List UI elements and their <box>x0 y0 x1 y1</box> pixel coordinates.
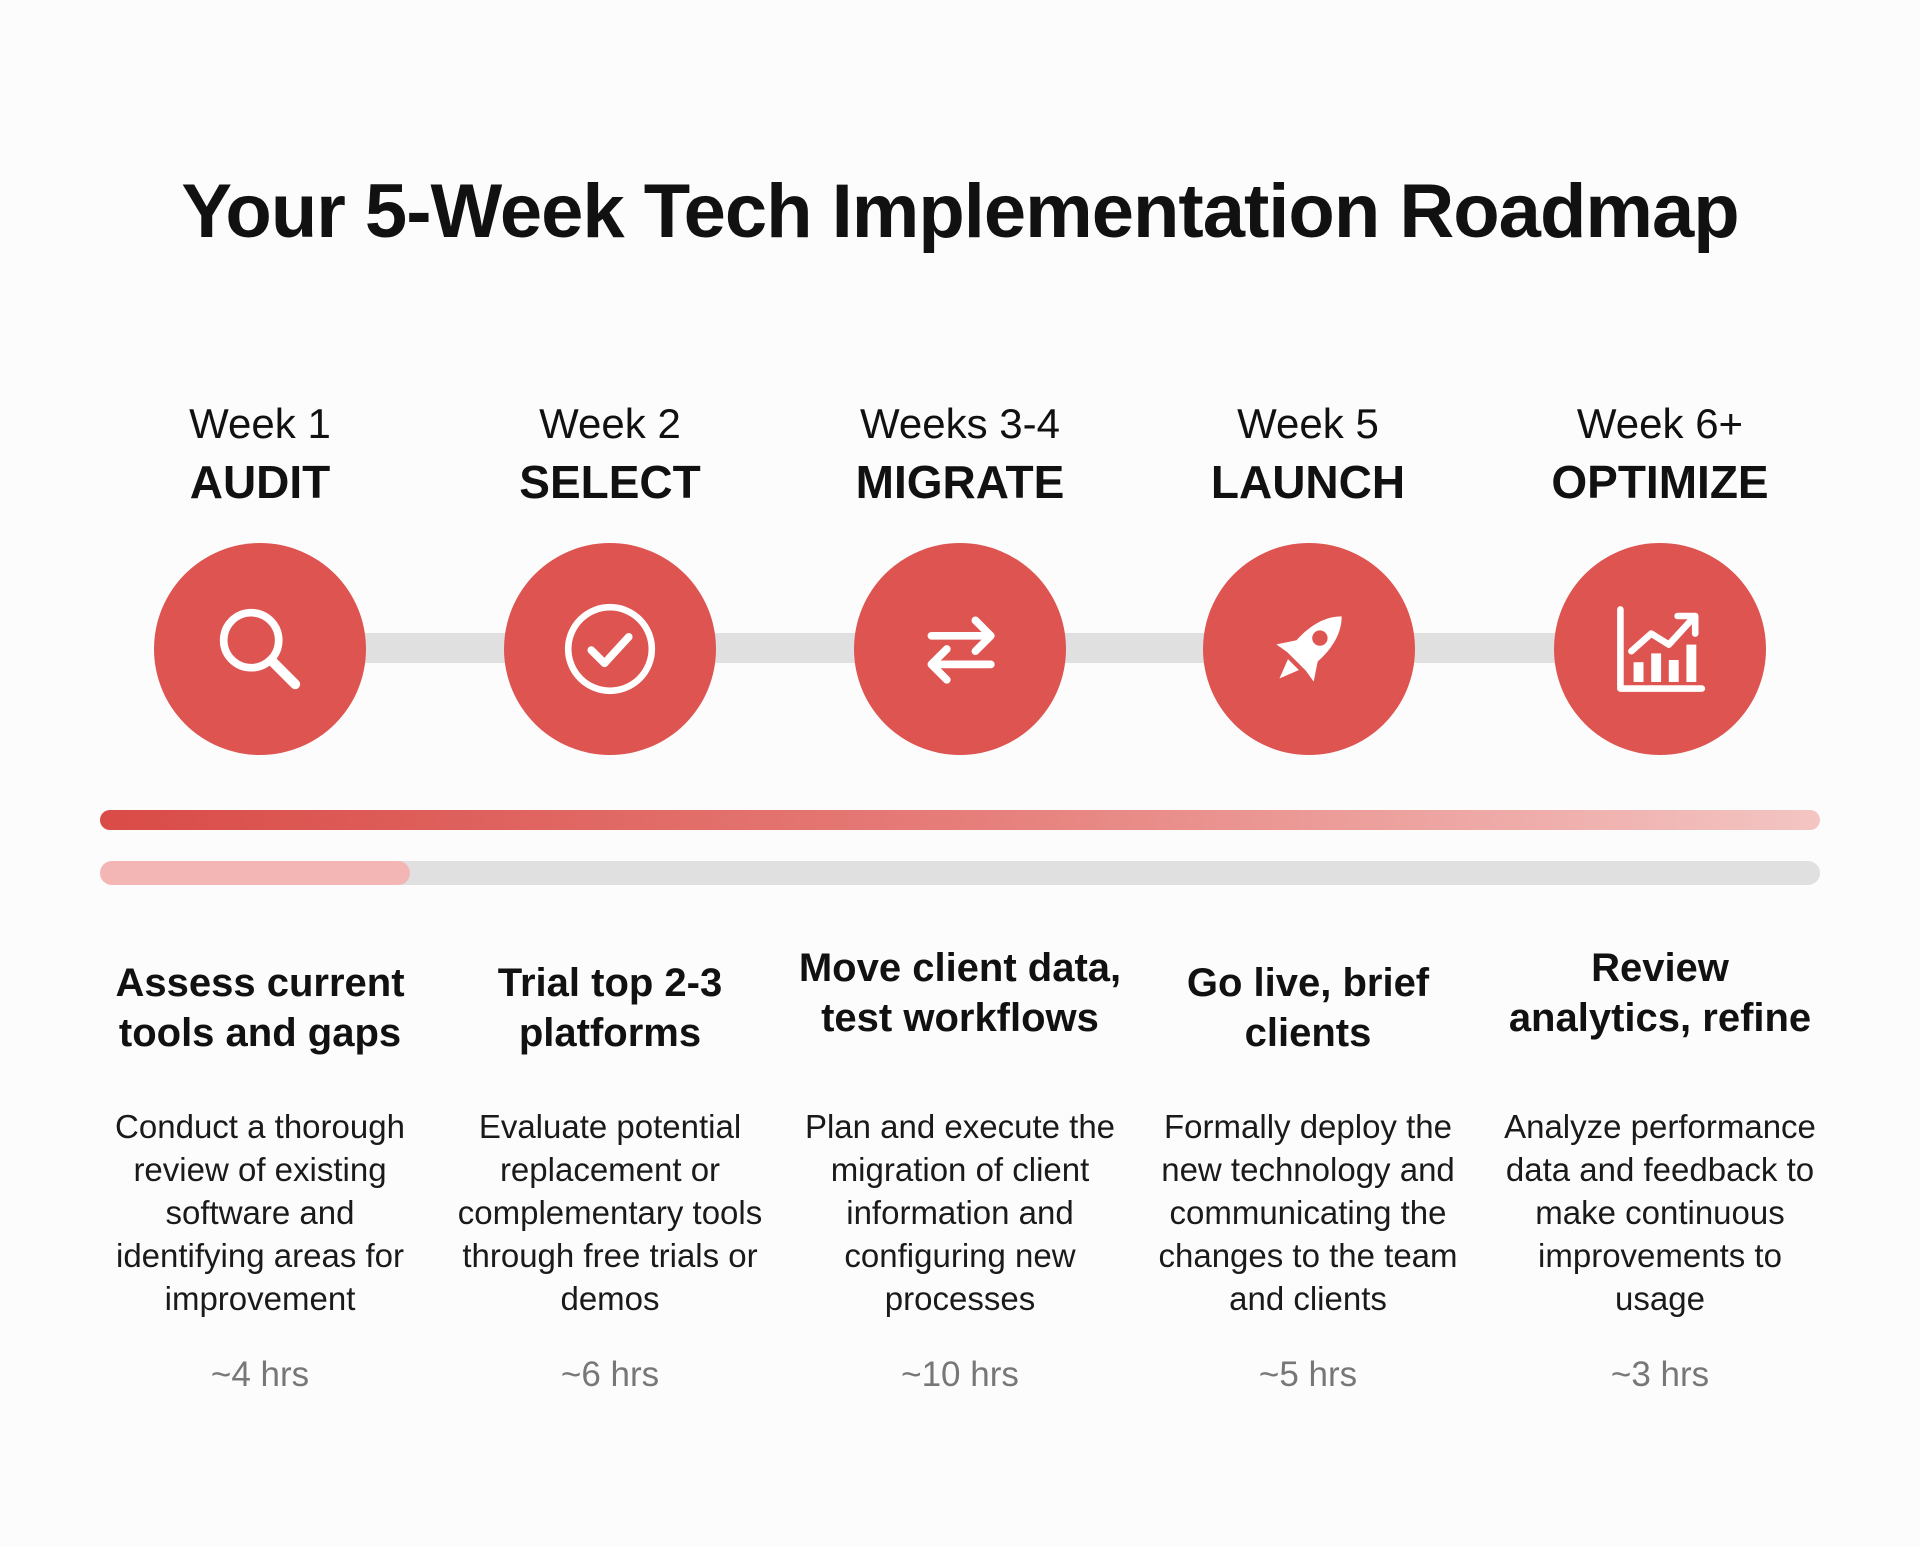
phase-5-circle <box>1554 543 1766 755</box>
search-icon <box>219 608 301 690</box>
phase-2-hours: ~6 hrs <box>560 1355 660 1394</box>
phase-2-heading: Trial top 2-3 platforms <box>497 961 723 1055</box>
phase-4-circle <box>1203 543 1415 755</box>
phase-3-description: Plan and execute the migration of client… <box>804 1108 1116 1317</box>
check-circle-icon <box>564 603 656 695</box>
phase-5-week: Week 6+ <box>1576 400 1744 447</box>
timeline-gradient-bar <box>100 810 1820 830</box>
phase-1-week: Week 1 <box>189 400 331 447</box>
phase-2-description: Evaluate potential replacement or comple… <box>457 1108 763 1317</box>
phase-2-name: SELECT <box>519 456 701 508</box>
phase-1-hours: ~4 hrs <box>210 1355 310 1394</box>
swap-arrows-icon <box>927 616 995 684</box>
phase-1-description: Conduct a thorough review of existing so… <box>115 1108 405 1317</box>
phase-5-hours: ~3 hrs <box>1610 1355 1710 1394</box>
phase-4-description: Formally deploy the new technology and c… <box>1158 1108 1458 1317</box>
phase-4-week: Week 5 <box>1237 400 1379 447</box>
phase-5-name: OPTIMIZE <box>1551 456 1769 508</box>
phase-4-hours: ~5 hrs <box>1258 1355 1358 1394</box>
phase-3-hours: ~10 hrs <box>901 1355 1019 1394</box>
phase-3-heading: Move client data, test workflows <box>798 946 1122 1040</box>
phase-1-name: AUDIT <box>189 456 331 508</box>
progress-track <box>100 861 1820 885</box>
phase-5-heading: Review analytics, refine <box>1508 946 1812 1040</box>
phase-3-name: MIGRATE <box>855 456 1065 508</box>
progress-fill <box>100 861 410 885</box>
phase-3-circle <box>854 543 1066 755</box>
phase-2-week: Week 2 <box>539 400 681 447</box>
phase-3-week: Weeks 3-4 <box>860 400 1060 447</box>
growth-chart-icon <box>1617 606 1706 692</box>
phase-5-description: Analyze performance data and feedback to… <box>1504 1108 1816 1317</box>
rocket-icon <box>1276 616 1342 682</box>
phase-1-heading: Assess current tools and gaps <box>115 961 405 1055</box>
page-title: Your 5-Week Tech Implementation Roadmap <box>181 169 1739 254</box>
phase-2-circle <box>504 543 716 755</box>
phase-4-name: LAUNCH <box>1210 456 1406 508</box>
phase-1-circle <box>154 543 366 755</box>
phase-4-heading: Go live, brief clients <box>1186 961 1430 1055</box>
